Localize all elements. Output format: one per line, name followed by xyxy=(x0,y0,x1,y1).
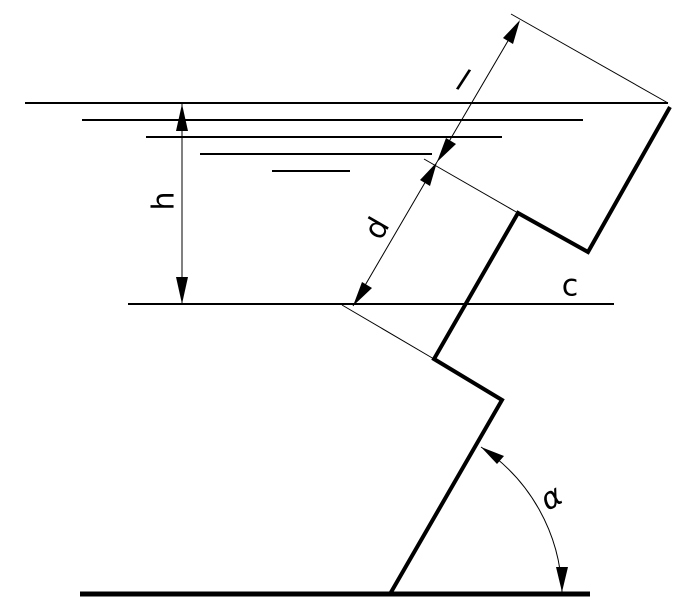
water-surface-lines xyxy=(25,102,668,172)
dimension-d-arrow-bottom xyxy=(353,282,372,306)
label-c: c xyxy=(562,269,579,304)
extension-lines xyxy=(341,13,669,360)
extension-line-middle xyxy=(423,158,519,214)
dimension-d-line xyxy=(352,161,438,307)
dimension-h-arrow-bottom xyxy=(176,277,188,304)
angle-alpha-arrow-top xyxy=(481,447,504,464)
label-alpha: α xyxy=(534,478,569,518)
dimension-l-line xyxy=(436,21,520,163)
dimension-d-arrow-top xyxy=(420,162,437,186)
slope-profile xyxy=(388,106,672,595)
dimension-l-arrow-top xyxy=(503,20,520,44)
label-h: h xyxy=(147,191,182,210)
dimension-l-arrow-bottom xyxy=(437,138,456,162)
extension-line-bottom xyxy=(341,304,435,360)
dimension-l xyxy=(436,20,520,163)
extension-line-top xyxy=(510,13,669,104)
angle-alpha xyxy=(480,446,568,593)
dimension-h-arrow-top xyxy=(176,104,188,131)
angle-alpha-arrow-bottom xyxy=(556,567,568,592)
angle-alpha-arc xyxy=(480,446,563,593)
dimension-d xyxy=(352,161,438,307)
label-l: l xyxy=(452,63,473,99)
dimension-h xyxy=(176,104,188,304)
